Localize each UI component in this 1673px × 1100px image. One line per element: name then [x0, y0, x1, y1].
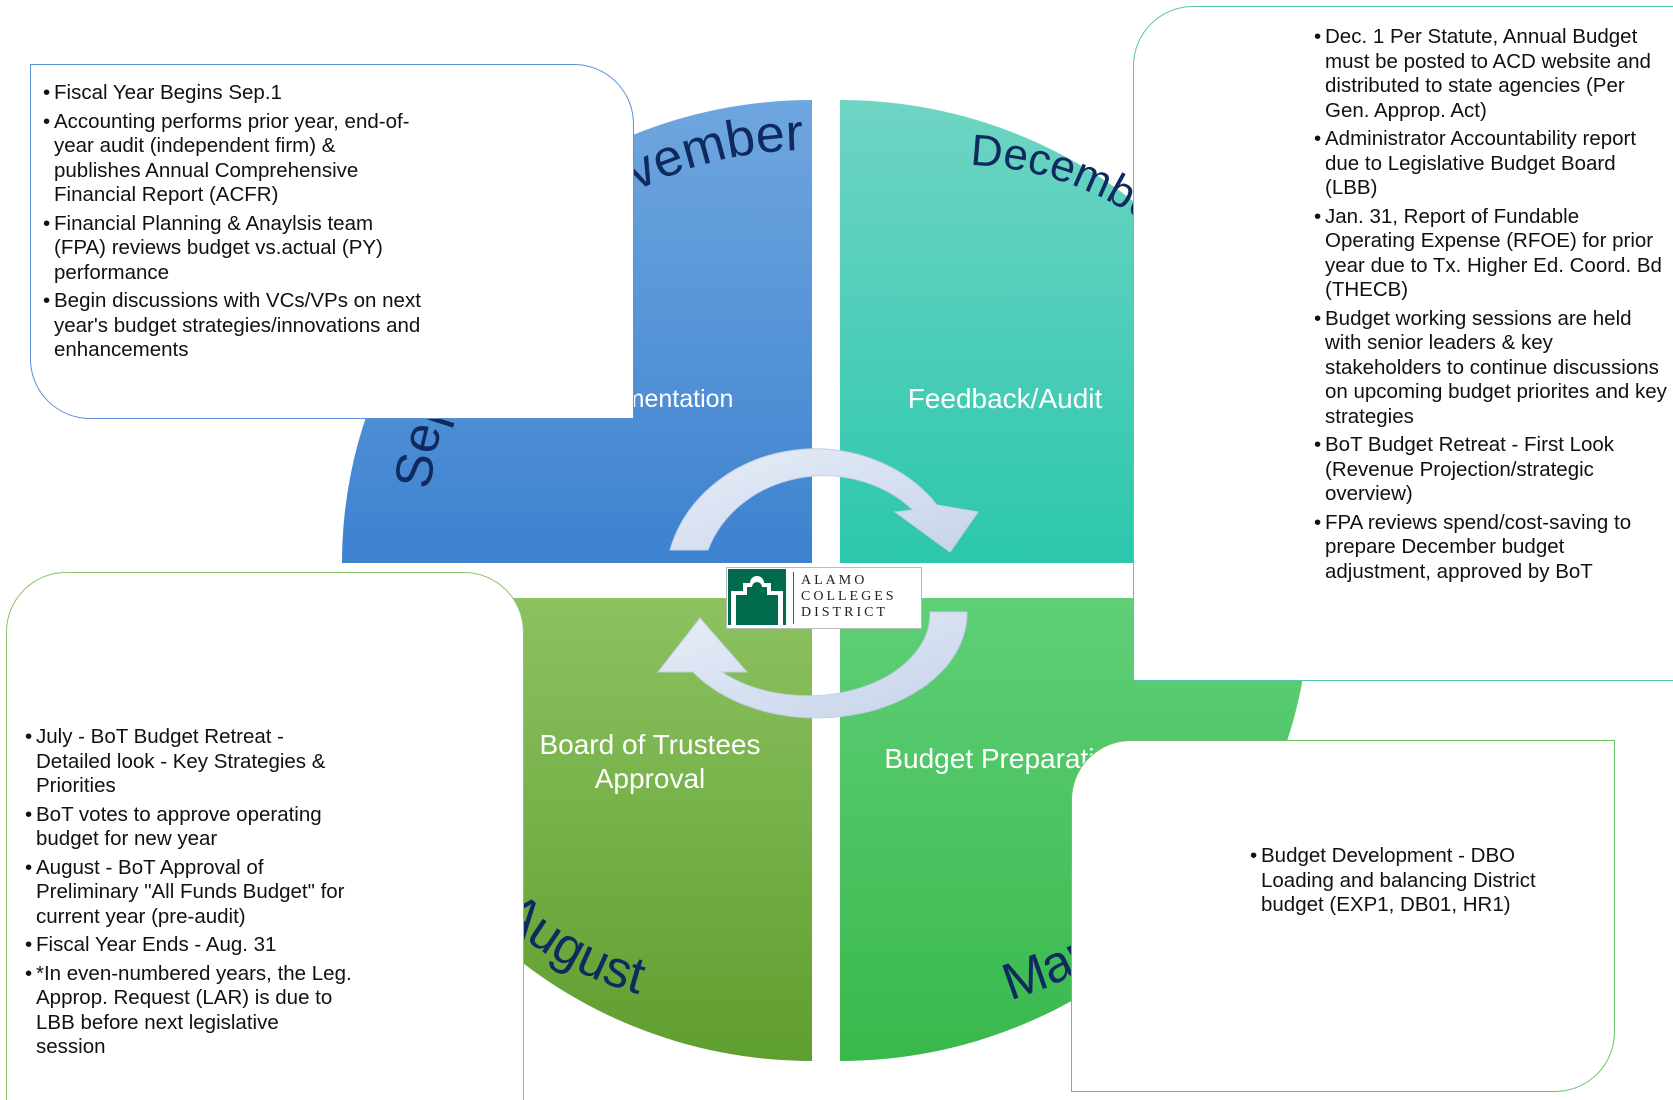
notes-list-jun-aug: July - BoT Budget Retreat - Detailed loo… — [25, 725, 353, 1060]
notes-box-dec-feb: Dec. 1 Per Statute, Annual Budget must b… — [1133, 6, 1673, 681]
phase-label-board-line2: Approval — [594, 763, 706, 794]
note-item: *In even-numbered years, the Leg. Approp… — [25, 962, 353, 1060]
alamo-colleges-logo: ALAMO COLLEGES DISTRICT — [726, 567, 922, 629]
notes-box-mar-may: Budget Development - DBO Loading and bal… — [1071, 740, 1615, 1092]
phase-label-feedback-audit: Feedback/Audit — [907, 383, 1103, 414]
note-item: Fiscal Year Begins Sep.1 — [43, 81, 423, 106]
cycle-arrow-top — [669, 448, 979, 553]
note-item: Budget working sessions are held with se… — [1314, 307, 1669, 430]
note-item: BoT Budget Retreat - First Look (Revenue… — [1314, 433, 1669, 507]
logo-divider — [793, 572, 794, 624]
cycle-arrow-bottom — [656, 611, 968, 719]
note-item: Fiscal Year Ends - Aug. 31 — [25, 933, 353, 958]
note-item: FPA reviews spend/cost-saving to prepare… — [1314, 511, 1669, 585]
note-item: Budget Development - DBO Loading and bal… — [1250, 844, 1584, 918]
notes-box-sep-nov: Fiscal Year Begins Sep.1Accounting perfo… — [30, 64, 634, 419]
note-item: BoT votes to approve operating budget fo… — [25, 803, 353, 852]
note-item: Begin discussions with VCs/VPs on next y… — [43, 289, 423, 363]
notes-list-mar-may: Budget Development - DBO Loading and bal… — [1250, 844, 1584, 918]
note-item: Administrator Accountability report due … — [1314, 127, 1669, 201]
notes-box-jun-aug: July - BoT Budget Retreat - Detailed loo… — [6, 572, 524, 1100]
note-item: Accounting performs prior year, end-of-y… — [43, 110, 423, 208]
note-item: Financial Planning & Anaylsis team (FPA)… — [43, 212, 423, 286]
note-item: Dec. 1 Per Statute, Annual Budget must b… — [1314, 25, 1669, 123]
logo-line-1: ALAMO — [801, 573, 868, 588]
note-item: Jan. 31, Report of Fundable Operating Ex… — [1314, 205, 1669, 303]
note-item: July - BoT Budget Retreat - Detailed loo… — [25, 725, 353, 799]
logo-wordmark: ALAMO COLLEGES DISTRICT — [801, 573, 897, 621]
notes-list-sep-nov: Fiscal Year Begins Sep.1Accounting perfo… — [43, 81, 423, 363]
phase-label-board-approval: Board of Trustees Approval — [500, 728, 800, 796]
phase-label-board-line1: Board of Trustees — [539, 729, 761, 760]
note-item: August - BoT Approval of Preliminary "Al… — [25, 856, 353, 930]
logo-mark-icon — [728, 569, 786, 625]
logo-line-3: DISTRICT — [801, 605, 888, 620]
notes-list-dec-feb: Dec. 1 Per Statute, Annual Budget must b… — [1314, 25, 1669, 584]
logo-line-2: COLLEGES — [801, 589, 897, 604]
